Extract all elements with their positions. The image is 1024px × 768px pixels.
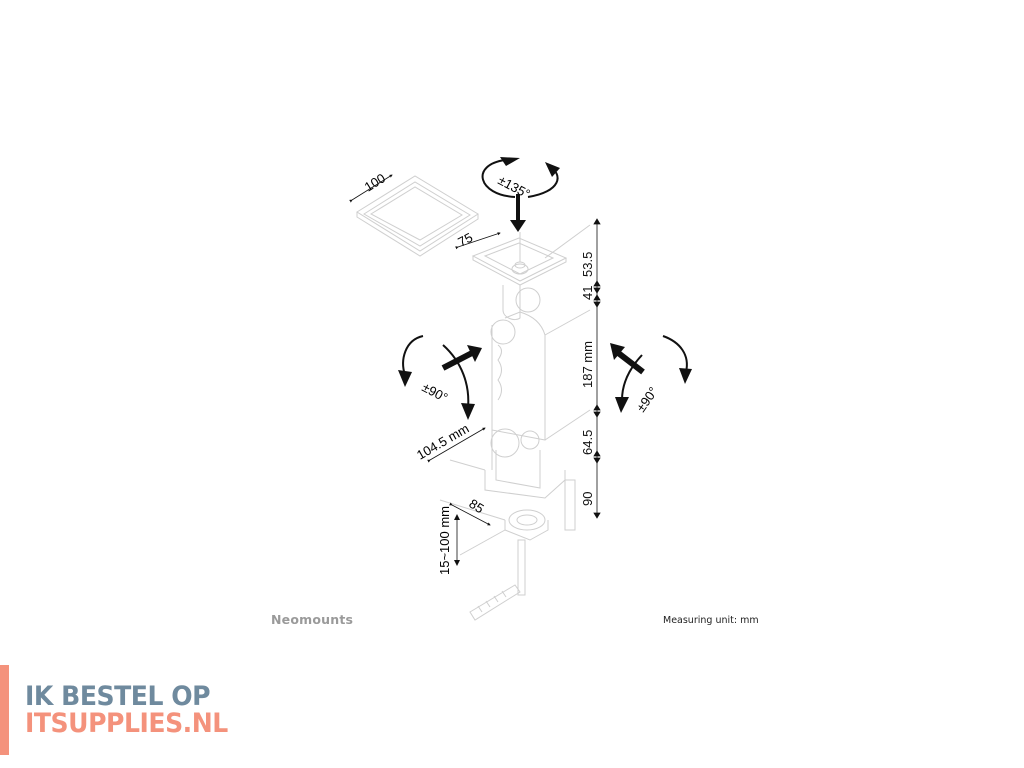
svg-text:15~100 mm: 15~100 mm xyxy=(437,506,452,575)
svg-text:75: 75 xyxy=(455,230,475,250)
tilt-right-indicator: ±90° xyxy=(610,335,692,415)
dim-vesa-75: 75 xyxy=(455,230,501,250)
svg-text:53.5: 53.5 xyxy=(580,252,595,277)
vesa-100-plate xyxy=(356,175,479,257)
svg-text:±90°: ±90° xyxy=(633,384,661,415)
brand-label: Neomounts xyxy=(271,612,354,627)
dim-clamp-depth: 85 xyxy=(449,496,491,526)
watermark-line1: IK BESTEL OP xyxy=(25,681,211,712)
watermark-bar xyxy=(0,665,9,755)
svg-text:100: 100 xyxy=(362,170,388,194)
dim-labels-right: 53.5 41 187 mm 64.5 90 xyxy=(580,252,595,506)
dim-clamp-range: 15~100 mm xyxy=(437,506,460,575)
svg-text:104.5 mm: 104.5 mm xyxy=(414,421,472,463)
dim-vesa-100: 100 xyxy=(349,170,393,203)
dim-vertical-chain xyxy=(593,218,601,519)
measuring-unit-label: Measuring unit: mm xyxy=(663,615,759,626)
svg-text:90: 90 xyxy=(580,492,595,506)
vesa-75-plate xyxy=(471,232,568,286)
svg-text:±90°: ±90° xyxy=(420,379,451,405)
tilt-left-indicator: ±90° xyxy=(398,335,482,420)
svg-text:85: 85 xyxy=(466,496,486,516)
svg-text:64.5: 64.5 xyxy=(580,430,595,455)
svg-text:187 mm: 187 mm xyxy=(580,341,595,388)
dim-arm-depth: 104.5 mm xyxy=(414,421,486,463)
rotation-indicator: ±135° xyxy=(481,157,560,232)
watermark-line2: ITSUPPLIES.NL xyxy=(25,708,228,739)
svg-text:41: 41 xyxy=(580,286,595,300)
